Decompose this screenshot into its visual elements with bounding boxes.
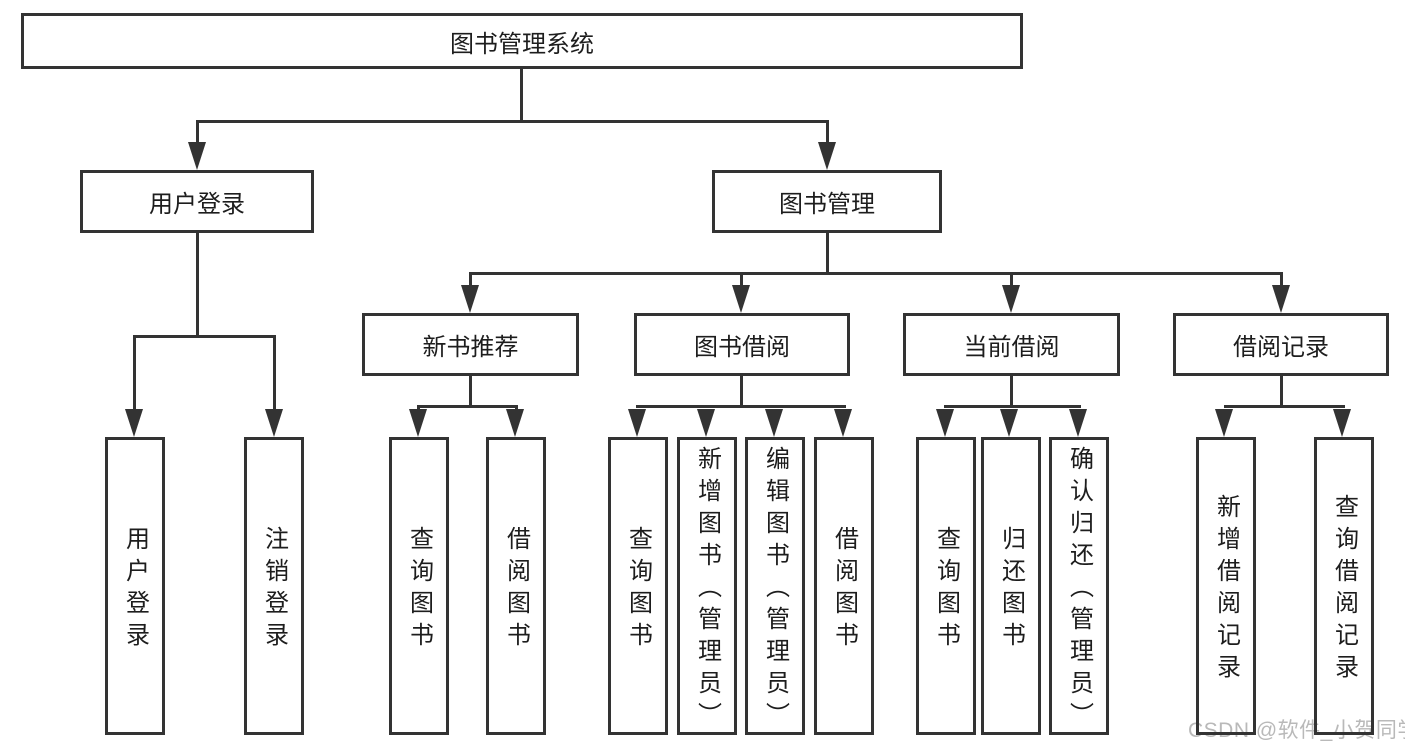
node-leaf-query-borrow-record: 查询借阅记录 — [1314, 437, 1374, 735]
node-leaf-borrow-query-book: 查询图书 — [608, 437, 668, 735]
connector-vline — [1280, 376, 1283, 408]
node-label: 新增图书（管理员） — [693, 446, 721, 734]
connector-vline — [1280, 272, 1283, 290]
node-leaf-borrow-book: 借阅图书 — [814, 437, 874, 735]
arrow-down-icon — [265, 409, 283, 437]
connector-vline — [469, 272, 472, 290]
node-label: 归还图书 — [997, 526, 1025, 654]
connector-hline — [196, 120, 829, 123]
node-user-login: 用户登录 — [80, 170, 314, 233]
node-label: 编辑图书（管理员） — [761, 446, 789, 734]
connector-vline — [740, 272, 743, 290]
arrow-down-icon — [732, 285, 750, 313]
node-label: 查询图书 — [932, 526, 960, 654]
arrow-down-icon — [1272, 285, 1290, 313]
arrow-down-icon — [188, 142, 206, 170]
node-leaf-recommend-borrow-book: 借阅图书 — [486, 437, 546, 735]
connector-hline — [944, 405, 1081, 408]
connector-vline — [520, 69, 523, 123]
connector-vline — [469, 376, 472, 408]
connector-vline — [1010, 272, 1013, 290]
node-label: 确认归还（管理员） — [1065, 446, 1093, 734]
node-label: 图书管理系统 — [450, 30, 594, 58]
arrow-down-icon — [834, 409, 852, 437]
node-label: 查询图书 — [405, 526, 433, 654]
connector-vline — [826, 120, 829, 148]
arrow-down-icon — [1000, 409, 1018, 437]
connector-hline — [417, 405, 518, 408]
node-book-borrowing: 图书借阅 — [634, 313, 850, 376]
arrow-down-icon — [1333, 409, 1351, 437]
connector-vline — [196, 233, 199, 338]
arrow-down-icon — [125, 409, 143, 437]
node-new-book-recommend: 新书推荐 — [362, 313, 579, 376]
node-label: 用户登录 — [149, 191, 245, 218]
node-leaf-return-book: 归还图书 — [981, 437, 1041, 735]
node-root-system: 图书管理系统 — [21, 13, 1023, 69]
node-leaf-confirm-return-admin: 确认归还（管理员） — [1049, 437, 1109, 735]
node-label: 借阅图书 — [830, 526, 858, 654]
connector-vline — [1010, 376, 1013, 408]
connector-hline — [1224, 405, 1345, 408]
connector-vline — [273, 335, 276, 413]
node-leaf-current-query-book: 查询图书 — [916, 437, 976, 735]
node-label: 图书管理 — [779, 191, 875, 218]
connector-hline — [469, 272, 1283, 275]
node-label: 新增借阅记录 — [1212, 494, 1240, 686]
node-label: 图书借阅 — [694, 334, 790, 361]
arrow-down-icon — [818, 142, 836, 170]
node-label: 当前借阅 — [963, 334, 1060, 361]
node-leaf-add-book-admin: 新增图书（管理员） — [677, 437, 737, 735]
node-label: 借阅图书 — [502, 526, 530, 654]
node-label: 查询图书 — [624, 526, 652, 654]
arrow-down-icon — [1069, 409, 1087, 437]
connector-vline — [133, 335, 136, 413]
connector-hline — [133, 335, 276, 338]
connector-vline — [826, 233, 829, 275]
node-leaf-recommend-query-book: 查询图书 — [389, 437, 449, 735]
node-label: 借阅记录 — [1233, 334, 1329, 361]
connector-hline — [636, 405, 846, 408]
connector-vline — [740, 376, 743, 408]
arrow-down-icon — [628, 409, 646, 437]
arrow-down-icon — [936, 409, 954, 437]
node-label: 新书推荐 — [422, 334, 519, 361]
arrow-down-icon — [1215, 409, 1233, 437]
connector-vline — [196, 120, 199, 148]
node-leaf-edit-book-admin: 编辑图书（管理员） — [745, 437, 805, 735]
node-leaf-logout: 注销登录 — [244, 437, 304, 735]
node-book-management: 图书管理 — [712, 170, 942, 233]
arrow-down-icon — [765, 409, 783, 437]
node-label: 注销登录 — [260, 526, 288, 654]
node-current-borrowing: 当前借阅 — [903, 313, 1120, 376]
arrow-down-icon — [409, 409, 427, 437]
arrow-down-icon — [461, 285, 479, 313]
node-label: 查询借阅记录 — [1330, 494, 1358, 686]
node-borrowing-records: 借阅记录 — [1173, 313, 1389, 376]
arrow-down-icon — [1002, 285, 1020, 313]
watermark: CSDN @软件_小贺同学 — [1188, 719, 1405, 742]
node-leaf-add-borrow-record: 新增借阅记录 — [1196, 437, 1256, 735]
arrow-down-icon — [506, 409, 524, 437]
arrow-down-icon — [697, 409, 715, 437]
node-label: 用户登录 — [121, 526, 149, 654]
node-leaf-user-login: 用户登录 — [105, 437, 165, 735]
